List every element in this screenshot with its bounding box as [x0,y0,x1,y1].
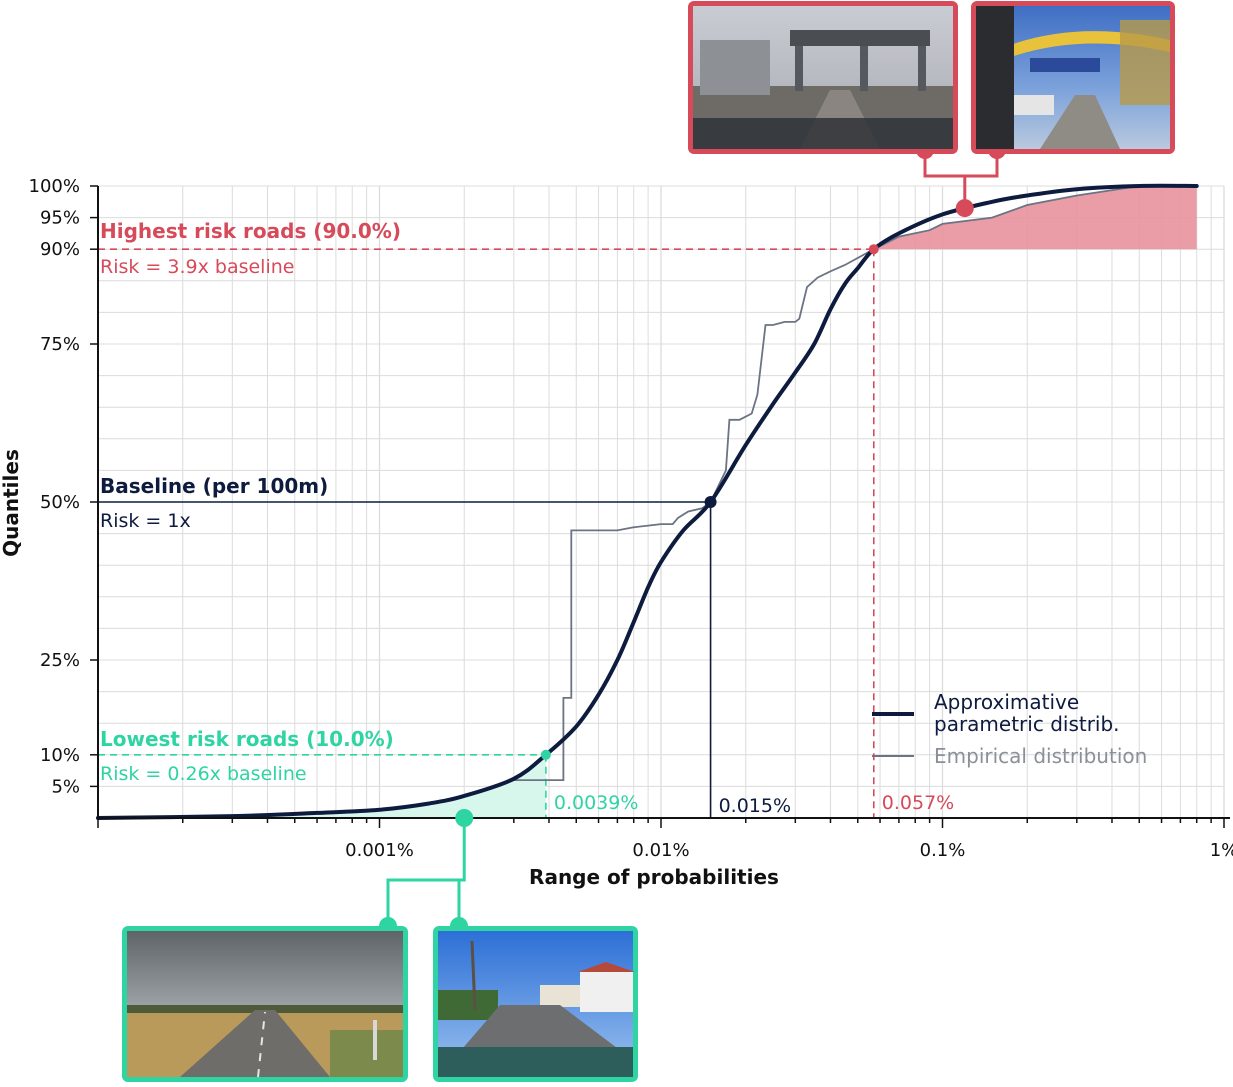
legend-label-parametric-line1: Approximative [934,690,1079,714]
axes [90,185,1230,828]
reference-lines [98,248,875,818]
highest-risk-point [868,244,879,255]
parametric-distribution-line [96,183,1199,820]
baseline-point [704,496,717,508]
y-tick-label: 90% [40,239,80,260]
high-risk-photos [688,1,1175,154]
baseline-title: Baseline (per 100m) [100,474,328,498]
highway-bridge-photo [971,1,1175,154]
highest-prob-label: 0.057% [882,792,954,814]
legend-label-parametric-line2: parametric distrib. [934,712,1120,736]
lowest-risk-title: Lowest risk roads (10.0%) [100,727,394,751]
lowest-prob-label: 0.0039% [554,792,639,814]
baseline-prob-label: 0.015% [719,795,791,817]
empirical-distribution-line [513,185,1197,781]
high-connector-left [923,150,967,209]
cloudy-rural-road-photo [122,926,408,1082]
legend: Approximative parametric distrib. Empiri… [872,690,1147,768]
baseline-ratio: Risk = 1x [100,510,191,532]
y-tick-label: 5% [51,776,80,797]
markers [540,244,879,760]
highest-risk-title: Highest risk roads (90.0%) [100,219,401,243]
y-tick-label: 25% [40,650,80,671]
highest-risk-area [873,186,1197,250]
lowest-risk-point [540,749,551,760]
x-tick-label: 0.001% [345,840,414,861]
y-tick-label: 10% [40,745,80,766]
x-tick-label: 0.01% [632,840,689,861]
legend-label-empirical: Empirical distribution [934,744,1147,768]
y-axis-title: Quantiles [0,449,23,557]
low-connector-left [386,818,466,926]
lowest-risk-area [98,754,546,818]
highest-risk-ratio: Risk = 3.9x baseline [100,256,294,278]
lowest-risk-ratio: Risk = 0.26x baseline [100,763,307,785]
low-connector-right [388,878,461,926]
toll-plaza-photo [688,1,958,154]
tick-labels: 0.001% 0.01% 0.1% 1% 5% 10% 25% 50% 75% 90% 95% 100… [29,176,1233,861]
low-callout-marker [455,809,474,827]
x-tick-label: 1% [1210,840,1233,861]
y-tick-label: 95% [40,208,80,229]
highlight-areas [98,186,1197,818]
x-axis-title: Range of probabilities [529,865,779,889]
y-tick-label: 100% [29,176,80,197]
series [96,183,1199,820]
y-tick-label: 75% [40,334,80,355]
y-tick-label: 50% [40,492,80,513]
x-tick-label: 0.1% [920,840,966,861]
high-callout-marker [955,199,974,218]
village-road-photo [433,926,638,1082]
low-risk-photos [122,926,638,1082]
